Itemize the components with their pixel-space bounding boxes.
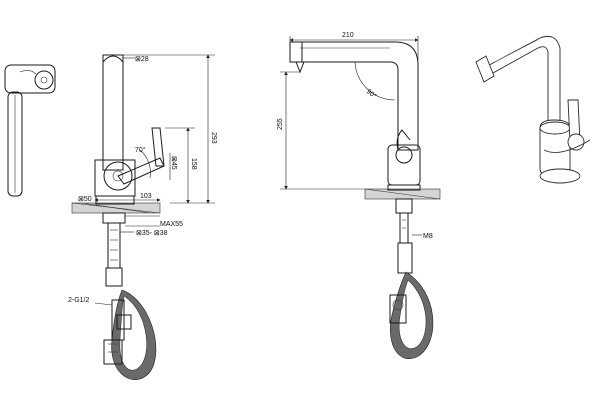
label-sq-28: ⊠28 (135, 56, 149, 63)
front-dimensions (94, 54, 215, 306)
label-angle-90: 90° (365, 87, 378, 100)
isometric-view (475, 35, 591, 184)
side-view (289, 41, 441, 360)
label-angle-70: 70° (135, 146, 146, 154)
label-sq-35-38: ⊠35- ⊠38 (136, 230, 168, 237)
front-dim-labels: ⊠28 293 158 70° ⊠45 ⊠50 103 MAX55 ⊠35- ⊠… (68, 56, 217, 304)
side-dimensions (280, 36, 422, 236)
label-thread: 2-G1/2 (68, 297, 90, 304)
label-dim-293: 293 (210, 132, 217, 144)
lever-side-view (4, 64, 56, 197)
label-sq-45: ⊠45 (170, 156, 177, 170)
label-dim-210: 210 (342, 32, 354, 39)
label-dim-103: 103 (140, 193, 152, 200)
label-sq-50: ⊠50 (78, 196, 92, 203)
label-max55: MAX55 (160, 221, 183, 228)
label-dim-158: 158 (190, 158, 197, 170)
label-dim-255: 255 (277, 118, 284, 130)
label-m8: M8 (423, 233, 433, 240)
front-view (71, 54, 165, 380)
